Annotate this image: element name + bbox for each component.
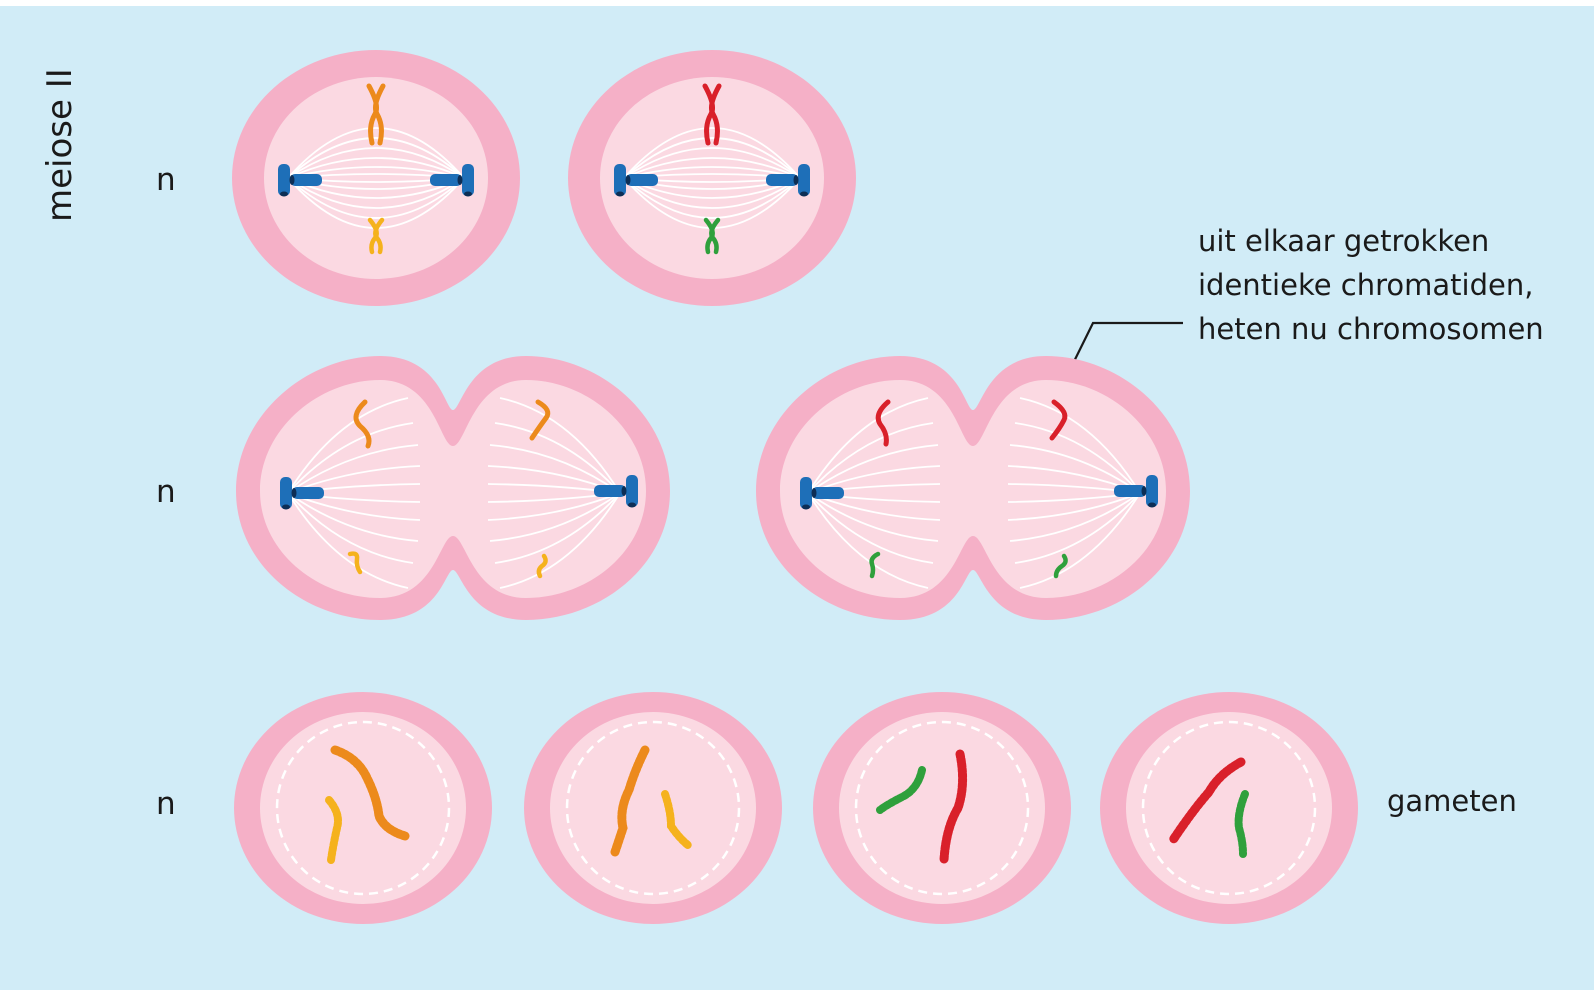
- dividing-cell-2: [756, 356, 1190, 620]
- chromosome-yellow: [367, 217, 385, 255]
- gamete-cell-4: [1100, 692, 1358, 924]
- chromatid-orange-right: [529, 399, 551, 441]
- chromatid-orange-left: [353, 399, 372, 449]
- gamete-cell-1: [234, 692, 492, 924]
- chromatid-red-right: [1049, 399, 1068, 441]
- chromosome-orange: [366, 83, 386, 146]
- meiosis-ii-diagram: meiose II n n n uit elkaar getrokken ide…: [40, 50, 1544, 924]
- chromosome-red-coiled: [1168, 757, 1246, 845]
- chromosome-red: [702, 83, 722, 146]
- gametes-label: gameten: [1387, 784, 1517, 818]
- diagram-title: meiose II: [40, 68, 80, 222]
- ploidy-label-row1: n: [156, 162, 176, 198]
- chromosome-yellow-coiled: [661, 790, 693, 850]
- gamete-cell-3: [813, 692, 1071, 924]
- chromosome-green: [703, 217, 721, 255]
- callout-line-3: heten nu chromosomen: [1198, 312, 1544, 346]
- chromatid-red-left: [875, 399, 891, 447]
- chromosome-yellow-coiled: [325, 796, 342, 864]
- chromosome-green-coiled: [876, 766, 926, 814]
- metaphase-cell-2: [568, 50, 856, 306]
- chromatid-yellow-left: [347, 551, 363, 575]
- chromatid-yellow-right: [536, 553, 548, 579]
- callout: uit elkaar getrokken identieke chromatid…: [1053, 224, 1544, 403]
- ploidy-label-row2: n: [156, 474, 176, 510]
- chromosome-green-coiled: [1234, 790, 1249, 858]
- diagram-canvas: meiose II n n n uit elkaar getrokken ide…: [0, 6, 1594, 990]
- chromosome-orange-coiled: [330, 745, 410, 841]
- gamete-cell-2: [524, 692, 782, 924]
- callout-line-1: uit elkaar getrokken: [1198, 224, 1489, 258]
- chromosome-red-coiled: [939, 749, 968, 865]
- callout-line-2: identieke chromatiden,: [1198, 268, 1533, 302]
- chromosome-orange-coiled: [610, 745, 650, 857]
- chromatid-green-right: [1053, 553, 1068, 579]
- chromatid-green-left: [869, 551, 881, 579]
- metaphase-cell-1: [232, 50, 520, 306]
- dividing-cell-1: [236, 356, 670, 620]
- ploidy-label-row3: n: [156, 786, 176, 822]
